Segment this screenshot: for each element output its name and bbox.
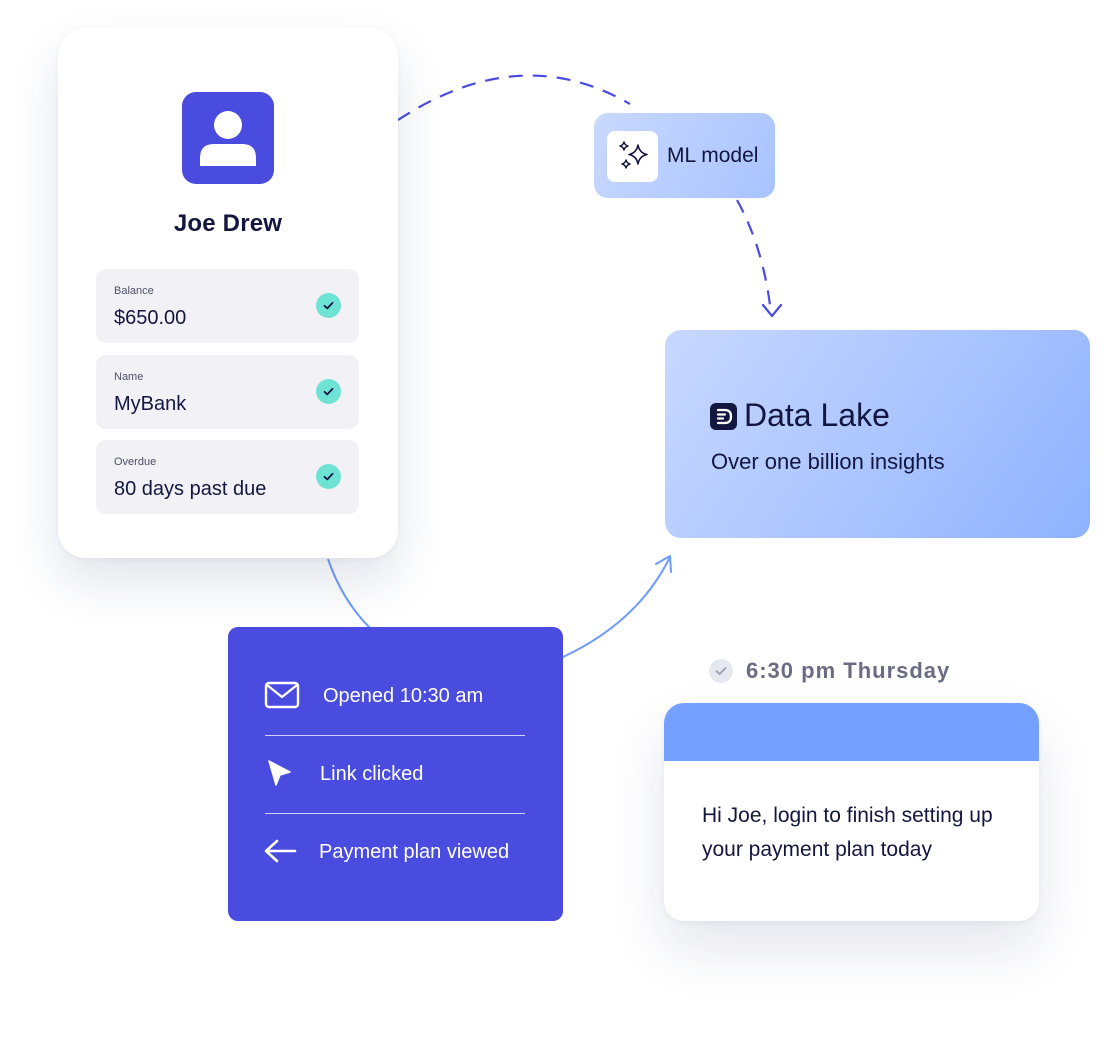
dashed-connector-ml-to-datalake — [736, 199, 772, 306]
data-lake-logo-icon — [710, 403, 737, 430]
check-icon — [316, 464, 341, 489]
arrow-head-activity-to-datalake — [655, 555, 672, 573]
divider — [265, 735, 525, 736]
activity-panel: Opened 10:30 am Link clicked Payment pla… — [228, 627, 563, 921]
arrow-left-icon — [263, 836, 297, 866]
scheduled-time: 6:30 pm Thursday — [746, 658, 951, 683]
data-lake-card: Data Lake Over one billion insights — [665, 330, 1090, 538]
dashed-connector-profile-to-ml — [397, 74, 631, 121]
field-label: Name — [114, 371, 144, 383]
field-label: Overdue — [114, 456, 157, 468]
message-card: Hi Joe, login to finish setting up your … — [664, 703, 1039, 921]
check-icon — [316, 293, 341, 318]
message-header — [664, 703, 1039, 761]
message-body: Hi Joe, login to finish setting up your … — [702, 804, 993, 861]
connector-profile-to-activity — [327, 558, 371, 629]
connector-activity-to-datalake — [562, 556, 671, 658]
divider — [265, 813, 525, 814]
envelope-icon — [264, 680, 300, 710]
name-field: Name MyBank — [96, 355, 359, 429]
ml-model-chip: ML model — [594, 113, 775, 198]
field-label: Balance — [114, 285, 154, 297]
activity-item-label: Link clicked — [320, 763, 424, 785]
ml-model-label: ML model — [667, 144, 759, 167]
scheduled-check-icon — [708, 658, 734, 684]
check-icon — [316, 379, 341, 404]
sparkles-icon — [607, 131, 658, 182]
field-value: 80 days past due — [114, 478, 267, 500]
activity-item-link-clicked: Link clicked — [228, 754, 563, 794]
data-lake-subtitle: Over one billion insights — [711, 449, 945, 474]
data-lake-title: Data Lake — [744, 397, 890, 433]
arrow-head-datalake — [761, 303, 783, 318]
field-value: $650.00 — [114, 307, 187, 329]
activity-item-label: Opened 10:30 am — [323, 685, 484, 707]
profile-card: Joe Drew Balance $650.00 Name MyBank Ove… — [58, 28, 398, 558]
activity-item-opened: Opened 10:30 am — [228, 676, 563, 716]
cursor-icon — [266, 758, 294, 788]
field-value: MyBank — [114, 393, 187, 415]
balance-field: Balance $650.00 — [96, 269, 359, 343]
user-icon — [182, 92, 274, 184]
overdue-field: Overdue 80 days past due — [96, 440, 359, 514]
activity-item-payment-plan: Payment plan viewed — [228, 832, 563, 872]
activity-item-label: Payment plan viewed — [319, 841, 510, 863]
profile-name: Joe Drew — [173, 210, 283, 237]
